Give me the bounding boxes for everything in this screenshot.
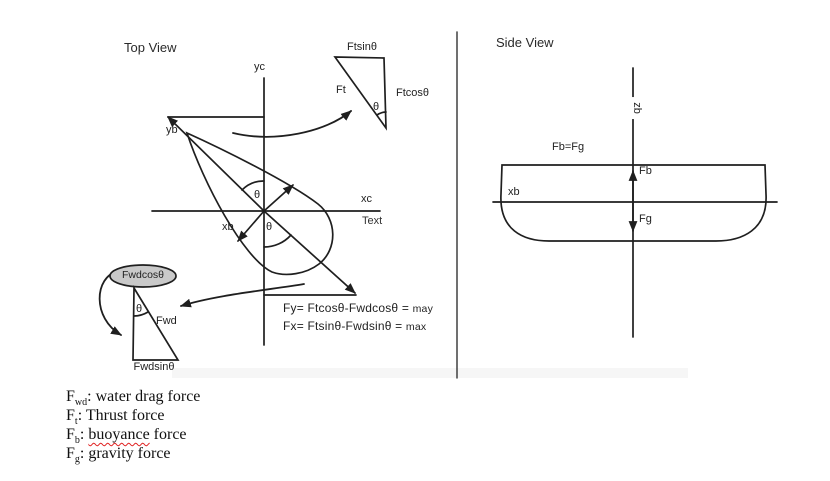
ft-label: Ft xyxy=(336,84,346,96)
boat-hull-top-outline xyxy=(185,131,334,276)
xb-axis-label: xb xyxy=(222,221,234,233)
legend-subscript: b xyxy=(74,435,80,447)
theta-arc-upper xyxy=(241,180,265,191)
legend-symbol: F xyxy=(66,407,75,424)
legend-subscript: t xyxy=(74,416,78,428)
yb-axis-label: yb xyxy=(166,124,178,136)
legend-text: : water drag force xyxy=(87,388,201,405)
equation-fx-lhs: Fx= Ftsinθ-Fwdsinθ = xyxy=(283,319,403,333)
thrust-triangle-outline xyxy=(333,56,387,131)
equation-fx-rhs: max xyxy=(405,321,427,333)
yb-axis-arrow xyxy=(167,116,265,212)
legend-item-water-drag: Fwd: water drag force xyxy=(66,387,201,409)
curved-arrow-to-thrust-triangle xyxy=(232,110,352,138)
fb-arrow-label: Fb xyxy=(639,165,652,177)
legend-text: : xyxy=(79,426,89,443)
legend-text: force xyxy=(149,426,187,443)
canvas-edge-shadow xyxy=(172,368,688,378)
equation-fx: Fx= Ftsinθ-Fwdsinθ = max xyxy=(283,319,427,334)
drag-triangle-outline xyxy=(132,285,180,361)
top-view-title: Top View xyxy=(124,40,177,55)
zb-axis-label: zb xyxy=(630,97,644,120)
legend-item-thrust: Ft: Thrust force xyxy=(66,406,200,428)
force-legend: Fwd: water drag force Ft: Thrust force F… xyxy=(66,387,201,466)
xb-axis-arrow xyxy=(237,210,265,242)
text-placeholder-label: Text xyxy=(362,215,383,227)
legend-subscript: wd xyxy=(74,397,88,409)
fwd-label: Fwd xyxy=(156,315,177,327)
fwdsin-label: Fwdsinθ xyxy=(133,361,175,373)
equation-fy-rhs: may xyxy=(412,303,434,315)
boat-hull-side-outline xyxy=(500,164,767,242)
legend-subscript: g xyxy=(74,454,80,466)
thrust-triangle-angle-arc xyxy=(376,111,387,116)
legend-item-buoyancy: Fb: buoyance force xyxy=(66,425,200,447)
theta-thrust-label: θ xyxy=(373,101,380,113)
equation-fy-lhs: Fy= Ftcosθ-Fwdcosθ = xyxy=(283,301,410,315)
theta-upper-label: θ xyxy=(254,189,261,201)
theta-drag-label: θ xyxy=(136,303,143,315)
ftcos-label: Ftcosθ xyxy=(396,87,430,99)
legend-misspelled-word: buoyance xyxy=(88,426,150,443)
thrust-direction-arrow xyxy=(263,184,294,212)
fg-arrow-label: Fg xyxy=(639,213,652,225)
fwdcos-highlight-ellipse xyxy=(109,264,177,288)
legend-text: : gravity force xyxy=(79,445,171,462)
legend-item-gravity: Fg: gravity force xyxy=(66,444,200,466)
xc-axis-label: xc xyxy=(361,193,372,205)
drag-direction-arrow xyxy=(263,210,356,294)
theta-arc-lower xyxy=(263,234,292,248)
legend-symbol: F xyxy=(66,388,75,405)
curved-arrow-to-drag-triangle xyxy=(179,283,305,308)
legend-text: : Thrust force xyxy=(77,407,165,424)
yc-axis-label: yc xyxy=(254,61,265,73)
fwdcos-label: Fwdcosθ xyxy=(121,269,164,281)
xb-side-axis-label: xb xyxy=(508,186,520,198)
legend-symbol: F xyxy=(66,445,75,462)
legend-symbol: F xyxy=(66,426,75,443)
force-balance-label: Fb=Fg xyxy=(552,141,585,153)
drag-triangle-angle-arc xyxy=(133,311,149,317)
side-view-title: Side View xyxy=(496,35,554,50)
theta-lower-label: θ xyxy=(266,221,273,233)
ftsin-label: Ftsinθ xyxy=(347,41,377,53)
equation-fy: Fy= Ftcosθ-Fwdcosθ = may xyxy=(283,301,434,316)
